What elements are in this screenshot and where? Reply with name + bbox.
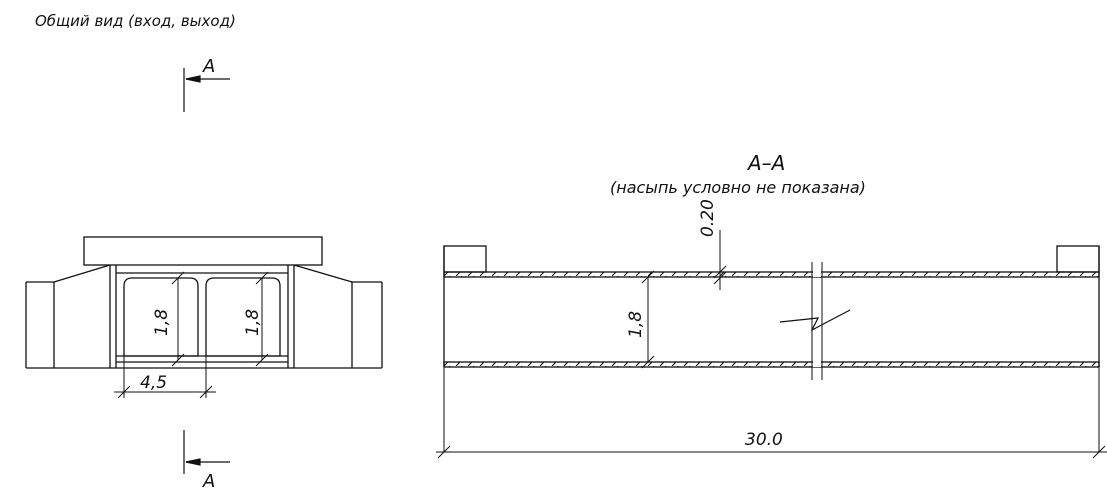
section-subtitle: (насыпь условно не показана) <box>610 178 866 197</box>
general-view-title: Общий вид (вход, выход) <box>35 12 236 30</box>
dim-length: 30.0 <box>745 430 783 450</box>
dim-width: 4,5 <box>140 373 167 393</box>
headwall-front-view <box>25 236 383 369</box>
culvert-longitudinal-section <box>443 245 1100 452</box>
dim-height-left: 1,8 <box>152 309 172 336</box>
dim-height-right: 1,8 <box>243 309 263 336</box>
section-title: A–A <box>746 151 785 175</box>
section-marker-bottom <box>183 430 230 474</box>
general-view-dimensions <box>114 271 269 399</box>
section-marker-top <box>183 68 230 112</box>
section-mark-bottom-label: A <box>202 471 215 491</box>
dim-height: 1,8 <box>626 311 646 338</box>
dim-thickness: 0.20 <box>698 199 718 237</box>
section-dimensions <box>436 230 1107 459</box>
section-mark-top-label: A <box>202 56 215 77</box>
